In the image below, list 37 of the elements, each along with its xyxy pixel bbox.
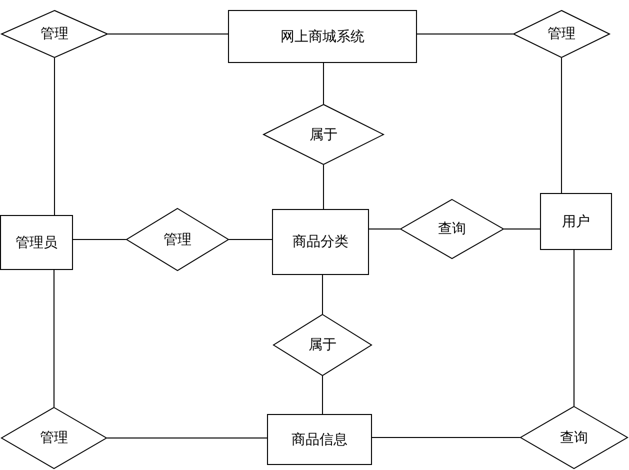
connector-line <box>561 58 562 194</box>
entity-box <box>228 10 417 63</box>
node-label: 查询 <box>560 428 588 446</box>
node-label: 属于 <box>308 336 336 354</box>
node-label: 管理 <box>40 429 68 447</box>
connector-line <box>322 274 323 314</box>
node-label: 查询 <box>438 220 466 238</box>
node-label: 网上商城系统 <box>280 28 364 46</box>
relationship-diamond <box>513 10 610 58</box>
node-label: 管理员 <box>16 234 58 252</box>
connector-line <box>323 62 324 104</box>
relationship-diamond <box>1 407 107 469</box>
node-label: 属于 <box>310 126 338 144</box>
entity-box <box>540 193 612 250</box>
node-label: 管理 <box>548 25 576 43</box>
node-label: 用户 <box>562 212 590 230</box>
connector-line <box>322 376 323 414</box>
connector-line <box>228 239 272 240</box>
entity-box <box>267 414 372 465</box>
relationship-diamond <box>1 10 108 58</box>
connector-line <box>504 228 540 230</box>
node-label: 商品信息 <box>292 430 348 448</box>
relationship-diamond <box>273 314 372 376</box>
entity-box <box>0 215 73 270</box>
connector-line <box>368 228 400 230</box>
connector-line <box>323 164 324 210</box>
node-label: 管理 <box>164 230 192 248</box>
entity-box <box>272 209 369 275</box>
node-label: 商品分类 <box>292 233 348 251</box>
relationship-diamond <box>126 208 229 271</box>
connector-line <box>372 437 520 438</box>
relationship-diamond <box>520 406 628 469</box>
connector-line <box>72 239 126 240</box>
connector-line <box>54 58 55 216</box>
node-label: 管理 <box>40 25 68 43</box>
relationship-diamond <box>263 104 384 165</box>
relationship-diamond <box>400 199 504 259</box>
